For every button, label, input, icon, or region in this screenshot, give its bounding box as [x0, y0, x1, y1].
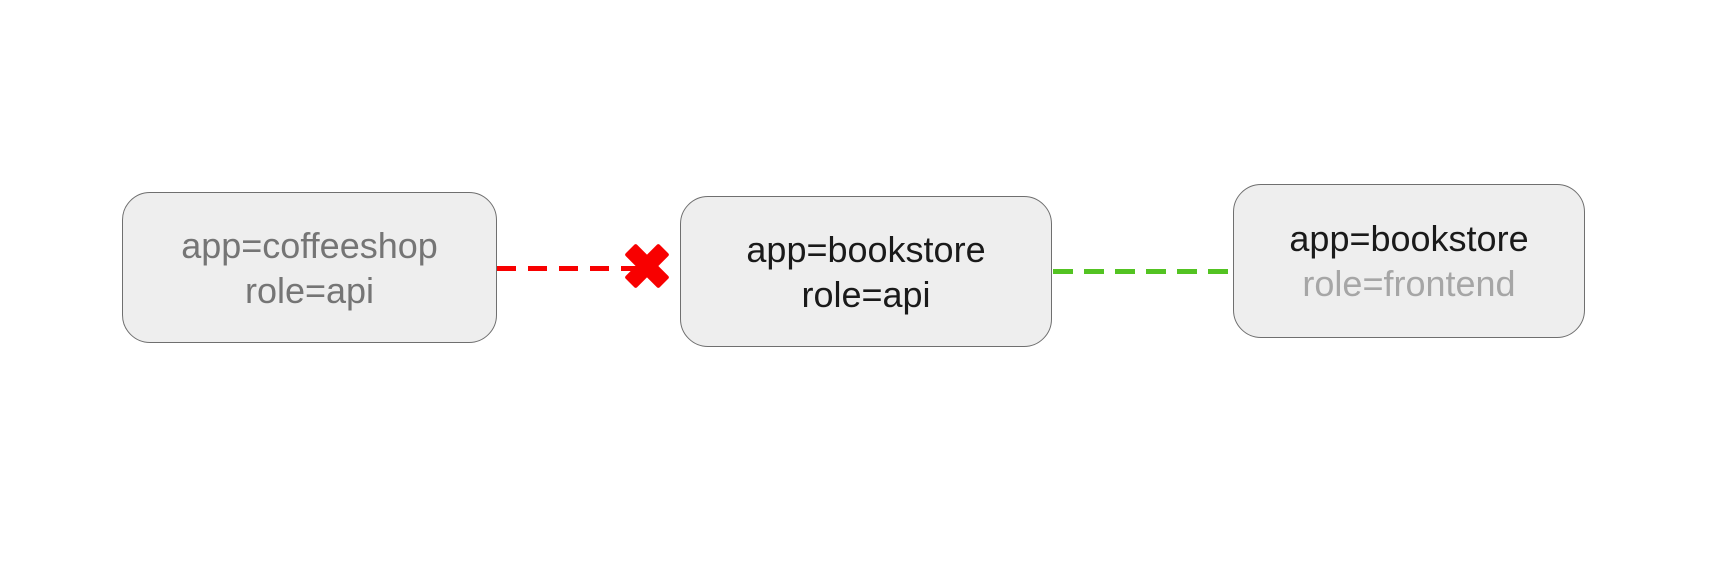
- edge-blocked-dashed-line: [497, 266, 657, 271]
- node-bookstore-frontend: app=bookstore role=frontend: [1233, 184, 1585, 338]
- node-label-line: app=bookstore: [1289, 218, 1529, 259]
- node-label-line: app=bookstore: [746, 228, 986, 270]
- node-label-line: role=api: [244, 269, 375, 311]
- node-label-line: role=frontend: [1302, 263, 1516, 304]
- node-bookstore-api: app=bookstore role=api: [680, 196, 1052, 347]
- node-coffeeshop-api: app=coffeeshop role=api: [122, 192, 497, 343]
- node-label-line: role=api: [801, 273, 931, 315]
- edge-allowed-dashed-line: [1053, 269, 1235, 274]
- node-label-line: app=coffeeshop: [181, 224, 438, 266]
